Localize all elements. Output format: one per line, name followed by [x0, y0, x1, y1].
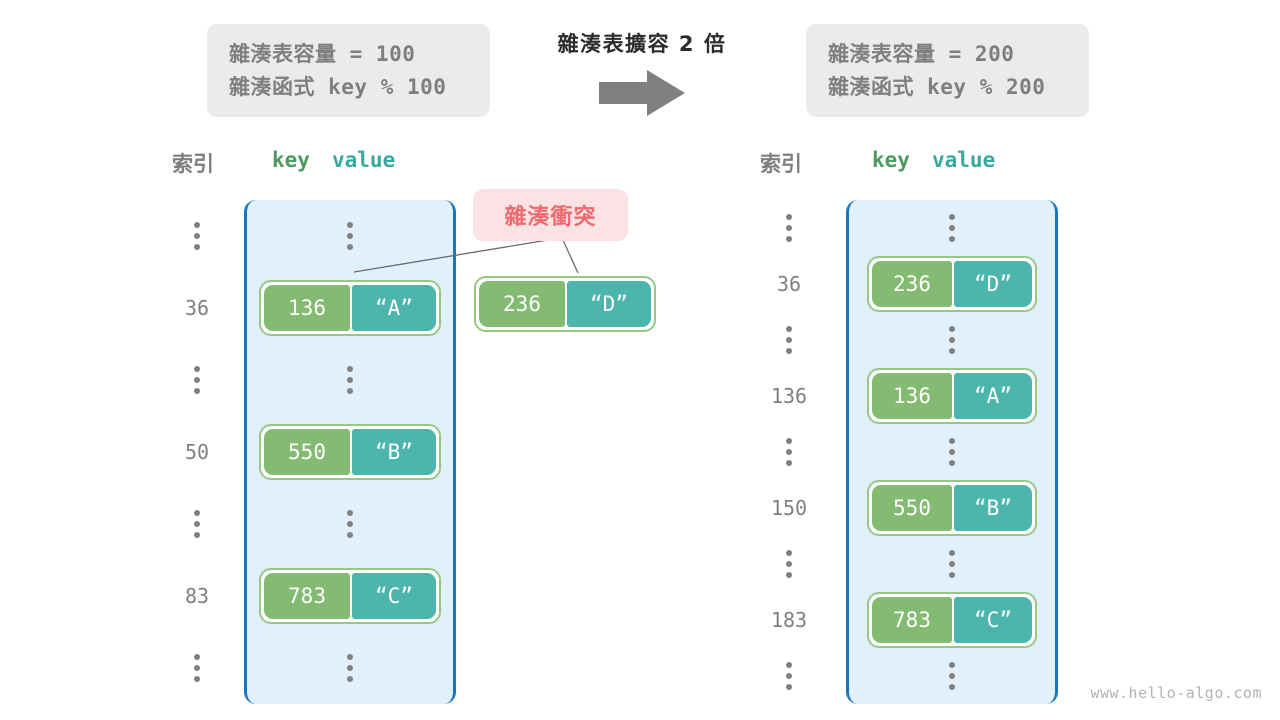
vertical-ellipsis-icon — [949, 662, 955, 690]
after-index-column: 36 136 150 183 — [752, 200, 826, 704]
pair-key: 236 — [479, 281, 565, 327]
pair-value: “A” — [954, 373, 1032, 419]
pair-key: 136 — [872, 373, 952, 419]
after-capacity-line: 雜湊表容量 = 200 — [828, 42, 1015, 66]
before-header-value: value — [332, 148, 396, 172]
vertical-ellipsis-icon — [949, 550, 955, 578]
pair-value: “B” — [352, 429, 436, 475]
before-header-index: 索引 — [172, 152, 214, 176]
collision-badge: 雜湊衝突 — [473, 189, 628, 241]
before-table-header: 索引 key value — [160, 148, 470, 182]
after-function-line: 雜湊函式 key % 200 — [828, 74, 1046, 99]
bucket-entry-row: 550“B” — [849, 480, 1055, 536]
after-bucket-container: 236“D” 136“A” 550“B” 783“C” — [846, 200, 1058, 704]
index-label: 83 — [184, 584, 210, 608]
after-caption-box: 雜湊表容量 = 200 雜湊函式 key % 200 — [806, 24, 1089, 117]
bucket-ellipsis-row — [849, 648, 1055, 704]
pair-key: 136 — [264, 285, 350, 331]
index-ellipsis — [160, 200, 234, 272]
bucket-entry-row: 136“A” — [849, 368, 1055, 424]
bucket-entry-row: 550“B” — [247, 416, 453, 488]
key-value-pair: 783“C” — [259, 568, 441, 624]
vertical-ellipsis-icon — [347, 366, 353, 394]
vertical-ellipsis-icon — [194, 510, 200, 538]
index-ellipsis — [160, 488, 234, 560]
pair-key: 550 — [264, 429, 350, 475]
bucket-ellipsis-row — [849, 200, 1055, 256]
vertical-ellipsis-icon — [949, 214, 955, 242]
index-ellipsis — [752, 648, 826, 704]
before-caption-box: 雜湊表容量 = 100 雜湊函式 key % 100 — [207, 24, 490, 117]
bucket-ellipsis-row — [247, 632, 453, 704]
index-label: 150 — [770, 496, 808, 520]
index-ellipsis — [752, 200, 826, 256]
pair-value: “C” — [352, 573, 436, 619]
transition-block: 雜湊表擴容 2 倍 — [530, 28, 754, 120]
pair-value: “D” — [954, 261, 1032, 307]
key-value-pair: 136“A” — [867, 368, 1037, 424]
before-bucket-container: 136“A” 550“B” 783“C” — [244, 200, 456, 704]
pair-key: 236 — [872, 261, 952, 307]
bucket-entry-row: 236“D” — [849, 256, 1055, 312]
pair-key: 783 — [872, 597, 952, 643]
index-ellipsis — [752, 424, 826, 480]
right-arrow-icon — [599, 70, 685, 120]
vertical-ellipsis-icon — [347, 222, 353, 250]
before-function-line: 雜湊函式 key % 100 — [229, 74, 447, 99]
vertical-ellipsis-icon — [949, 326, 955, 354]
after-header-index: 索引 — [760, 152, 802, 176]
vertical-ellipsis-icon — [786, 550, 792, 578]
bucket-ellipsis-row — [849, 536, 1055, 592]
before-header-key: key — [272, 148, 310, 172]
pair-key: 783 — [264, 573, 350, 619]
key-value-pair: 550“B” — [259, 424, 441, 480]
before-index-column: 36 50 83 — [160, 200, 234, 704]
bucket-ellipsis-row — [849, 424, 1055, 480]
index-label: 36 — [184, 296, 210, 320]
vertical-ellipsis-icon — [194, 366, 200, 394]
pair-value: “C” — [954, 597, 1032, 643]
key-value-pair: 236“D” — [867, 256, 1037, 312]
bucket-entry-row: 783“C” — [247, 560, 453, 632]
pair-value: “B” — [954, 485, 1032, 531]
before-capacity-line: 雜湊表容量 = 100 — [229, 42, 416, 66]
key-value-pair: 236 “D” — [474, 276, 656, 332]
vertical-ellipsis-icon — [786, 438, 792, 466]
index-ellipsis — [160, 632, 234, 704]
key-value-pair: 783“C” — [867, 592, 1037, 648]
index-ellipsis — [752, 536, 826, 592]
vertical-ellipsis-icon — [194, 222, 200, 250]
index-label: 136 — [770, 384, 808, 408]
index-ellipsis — [160, 344, 234, 416]
vertical-ellipsis-icon — [949, 438, 955, 466]
vertical-ellipsis-icon — [347, 510, 353, 538]
bucket-entry-row: 136“A” — [247, 272, 453, 344]
bucket-ellipsis-row — [849, 312, 1055, 368]
after-header-value: value — [932, 148, 996, 172]
key-value-pair: 550“B” — [867, 480, 1037, 536]
index-label: 50 — [184, 440, 210, 464]
pair-value: “A” — [352, 285, 436, 331]
index-label: 183 — [770, 608, 808, 632]
pair-key: 550 — [872, 485, 952, 531]
index-ellipsis — [752, 312, 826, 368]
vertical-ellipsis-icon — [347, 654, 353, 682]
vertical-ellipsis-icon — [194, 654, 200, 682]
bucket-ellipsis-row — [247, 200, 453, 272]
pair-value: “D” — [567, 281, 651, 327]
after-table-header: 索引 key value — [752, 148, 1062, 182]
bucket-ellipsis-row — [247, 344, 453, 416]
transition-title: 雜湊表擴容 2 倍 — [557, 32, 727, 56]
key-value-pair: 136“A” — [259, 280, 441, 336]
vertical-ellipsis-icon — [786, 326, 792, 354]
after-header-key: key — [872, 148, 910, 172]
bucket-ellipsis-row — [247, 488, 453, 560]
colliding-entry: 236 “D” — [474, 276, 656, 332]
vertical-ellipsis-icon — [786, 214, 792, 242]
vertical-ellipsis-icon — [786, 662, 792, 690]
bucket-entry-row: 783“C” — [849, 592, 1055, 648]
collision-badge-label: 雜湊衝突 — [504, 205, 597, 230]
index-label: 36 — [776, 272, 802, 296]
watermark: www.hello-algo.com — [1090, 684, 1262, 702]
